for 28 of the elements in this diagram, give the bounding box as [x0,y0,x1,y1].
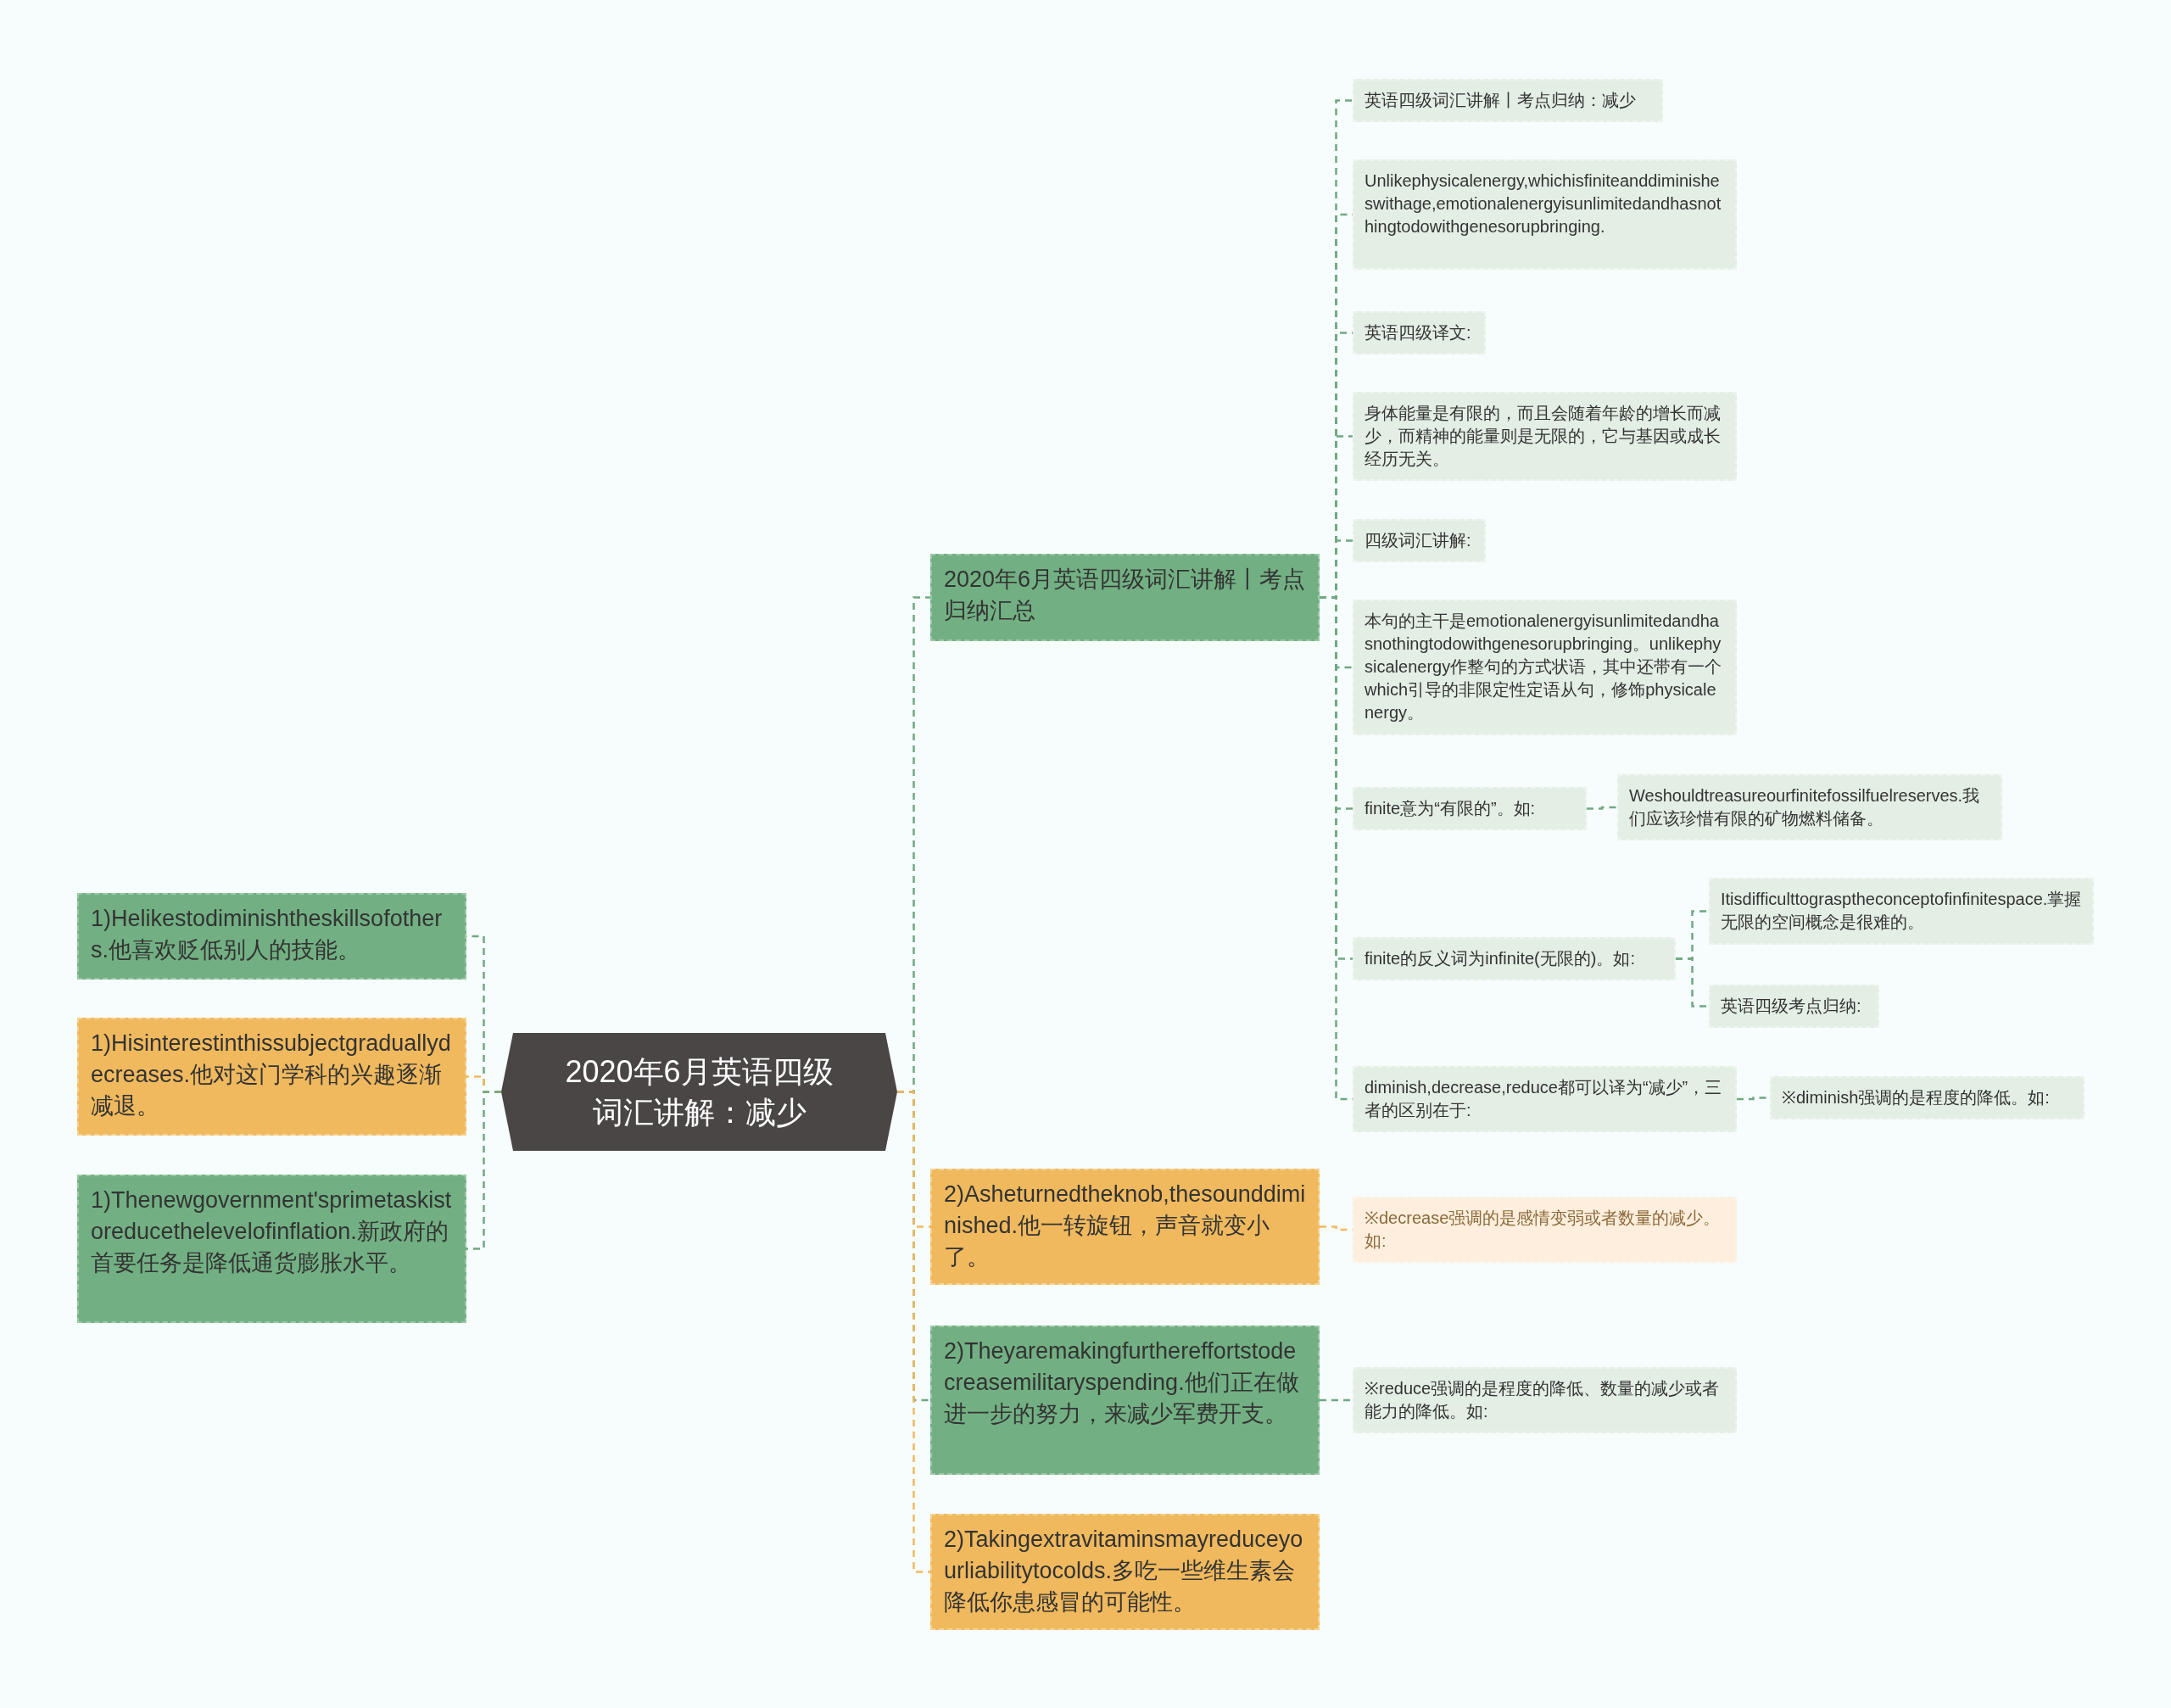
topic-box: 1)Hisinterestinthissubjectgraduallydecreases.他对这门学科的兴趣逐渐减退。 [77,1018,466,1136]
note-box: 四级词汇讲解: [1353,519,1486,562]
note-box: finite的反义词为infinite(无限的)。如: [1353,937,1676,980]
note-box: diminish,decrease,reduce都可以译为“减少”，三者的区别在于: [1353,1066,1737,1132]
topic-box: 2)Theyaremakingfurthereffortstodecreasemilitaryspending.他们正在做进一步的努力，来减少军费开支。 [930,1326,1320,1475]
note-box: Unlikephysicalenergy,whichisfiniteanddiminisheswithage,emotionalenergyisunlimitedandhasnothingtodowithgenesorupbringing. [1353,159,1737,270]
note-box: 英语四级词汇讲解丨考点归纳：减少 [1353,79,1663,122]
connector-line [1320,1398,1353,1402]
note-box: 身体能量是有限的，而且会随着年龄的增长而减少，而精神的能量则是无限的，它与基因或成长经历无关。 [1353,392,1737,481]
topic-box: 1)Thenewgovernment'sprimetaskistoreducethelevelofinflation.新政府的首要任务是降低通货膨胀水平。 [77,1175,466,1323]
note-box: Itisdifficulttograsptheconceptofinfinitespace.掌握无限的空间概念是很难的。 [1709,878,2094,945]
note-box: 本句的主干是emotionalenergyisunlimitedandhasnothingtodowithgenesorupbringing。unlikephysicalenergy作整句的方式状语，其中还带有一个which引导的非限定性定语从句，修饰physicalenergy。 [1353,600,1737,735]
note-box: ※diminish强调的是程度的降低。如: [1770,1076,2084,1119]
central-topic: 2020年6月英语四级词汇讲解：减少 [501,1033,897,1151]
note-box: ※reduce强调的是程度的降低、数量的减少或者能力的降低。如: [1353,1367,1737,1433]
connector-line [897,1091,930,1573]
note-box: 英语四级考点归纳: [1709,985,1879,1028]
topic-box: 2)Takingextravitaminsmayreduceyourliabilitytocolds.多吃一些维生素会降低你患感冒的可能性。 [930,1514,1320,1630]
connector-line [1676,957,1709,1007]
topic-box: 1)Helikestodiminishtheskillsofothers.他喜欢贬低别人的技能。 [77,893,466,980]
connector-line [1587,806,1617,810]
note-box: finite意为“有限的”。如: [1353,787,1587,830]
connector-line [466,1091,501,1250]
topic-box: 2)Asheturnedtheknob,thesounddiminished.他一转旋钮，声音就变小了。 [930,1169,1320,1285]
note-box: ※decrease强调的是感情变弱或者数量的减少。如: [1353,1197,1737,1263]
note-box: Weshouldtreasureourfinitefossilfuelreserves.我们应该珍惜有限的矿物燃料储备。 [1617,774,2002,840]
note-box: 英语四级译文: [1353,311,1486,354]
topic-box: 2020年6月英语四级词汇讲解丨考点归纳汇总 [930,554,1320,641]
